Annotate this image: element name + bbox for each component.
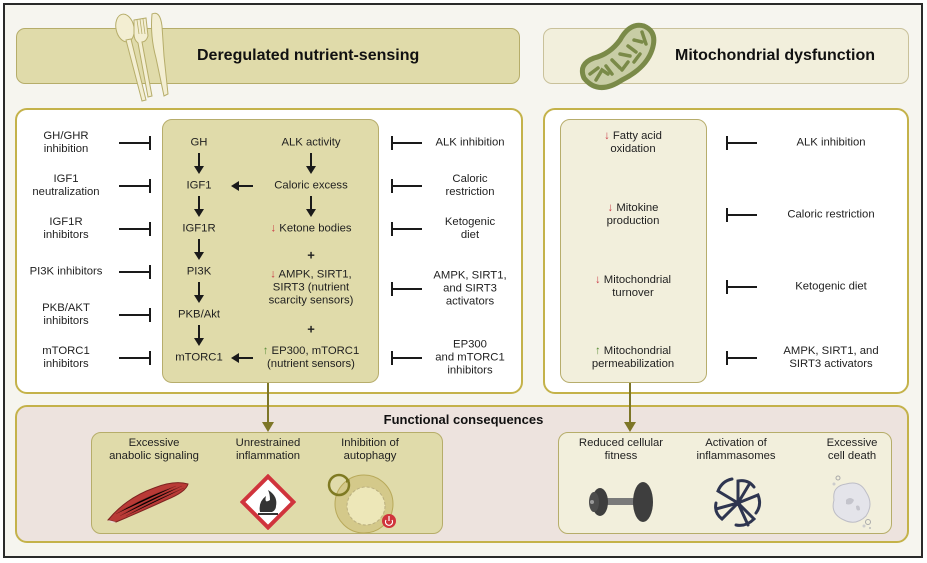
decrease-arrow-icon: ↓ — [604, 130, 610, 142]
pathway-node-igf1: IGF1 — [186, 179, 212, 192]
plus-sign: + — [307, 321, 315, 337]
pathway-node-pi3k: PI3K — [186, 265, 212, 278]
inhibition-symbol — [119, 136, 151, 150]
left-arrow-icon — [231, 181, 253, 191]
connector-line — [267, 383, 269, 427]
inhibition-symbol — [391, 351, 423, 365]
pathway-node-pkb-akt: PKB/Akt — [177, 308, 221, 321]
inflammasome-icon — [714, 477, 762, 527]
nutrient-node-ketone-bodies: ↓ Ketone bodies — [270, 222, 352, 235]
inhibition-symbol — [119, 308, 151, 322]
down-arrow-icon — [194, 282, 204, 303]
increase-arrow-icon: ↑ — [595, 345, 601, 357]
connector-line — [629, 383, 631, 427]
nutrient-node-alk-activity: ALK activity — [281, 136, 341, 149]
decrease-arrow-icon: ↓ — [595, 274, 601, 286]
decrease-arrow-icon: ↓ — [270, 222, 277, 235]
nutrient-sensing-title: Deregulated nutrient-sensing — [197, 47, 420, 64]
decrease-arrow-icon: ↓ — [270, 268, 276, 281]
inhibition-symbol — [119, 265, 151, 279]
decrease-arrow-icon: ↓ — [607, 202, 614, 214]
inhibition-symbol — [119, 179, 151, 193]
down-arrow-icon — [194, 196, 204, 217]
inhibition-symbol — [726, 208, 758, 222]
mitochondrial-title: Mitochondrial dysfunction — [675, 47, 875, 64]
inhibition-symbol — [391, 282, 423, 296]
autophagy-cell-icon — [327, 473, 396, 534]
flammable-hazard-icon — [240, 474, 296, 530]
dumbbell-icon — [589, 482, 653, 522]
inhibitor-label: PI3K inhibitors — [29, 265, 103, 278]
mito-intervention-label: Ketogenic diet — [795, 280, 867, 293]
dying-cell-icon — [832, 475, 871, 529]
connector-arrowhead-icon — [624, 422, 636, 432]
inhibition-symbol — [119, 222, 151, 236]
down-arrow-icon — [194, 325, 204, 346]
down-arrow-icon — [194, 153, 204, 174]
muscle-icon — [107, 482, 189, 523]
pathway-node-mtorc1: mTORC1 — [175, 351, 223, 364]
mito-intervention-label: ALK inhibition — [796, 136, 866, 149]
mitochondrion-icon — [579, 22, 657, 90]
inhibition-symbol — [726, 280, 758, 294]
inhibition-symbol — [119, 351, 151, 365]
pathway-node-igf1r: IGF1R — [182, 222, 216, 235]
nutrient-node-caloric-excess: Caloric excess — [274, 179, 348, 192]
inhibition-symbol — [391, 222, 423, 236]
nutrient-node-nutrient-sensors: ↑ EP300, mTORC1(nutrient sensors) — [262, 345, 360, 370]
nutrient-sensing-banner: Deregulated nutrient-sensing — [16, 28, 520, 84]
inhibition-symbol — [726, 136, 758, 150]
intervention-label: ALK inhibition — [435, 136, 505, 149]
mitochondrial-defects-box — [560, 119, 707, 383]
increase-arrow-icon: ↑ — [262, 345, 269, 357]
plus-sign: + — [307, 247, 315, 263]
functional-consequences-title: Functional consequences — [383, 412, 544, 427]
down-arrow-icon — [194, 239, 204, 260]
inhibition-symbol — [726, 351, 758, 365]
inhibition-symbol — [391, 179, 423, 193]
inhibition-symbol — [391, 136, 423, 150]
down-arrow-icon — [306, 153, 316, 174]
connector-arrowhead-icon — [262, 422, 274, 432]
down-arrow-icon — [306, 196, 316, 217]
mito-intervention-label: Caloric restriction — [787, 208, 875, 221]
cutlery-icon — [115, 12, 169, 102]
pathway-node-gh: GH — [190, 136, 208, 149]
left-arrow-icon — [231, 353, 253, 363]
